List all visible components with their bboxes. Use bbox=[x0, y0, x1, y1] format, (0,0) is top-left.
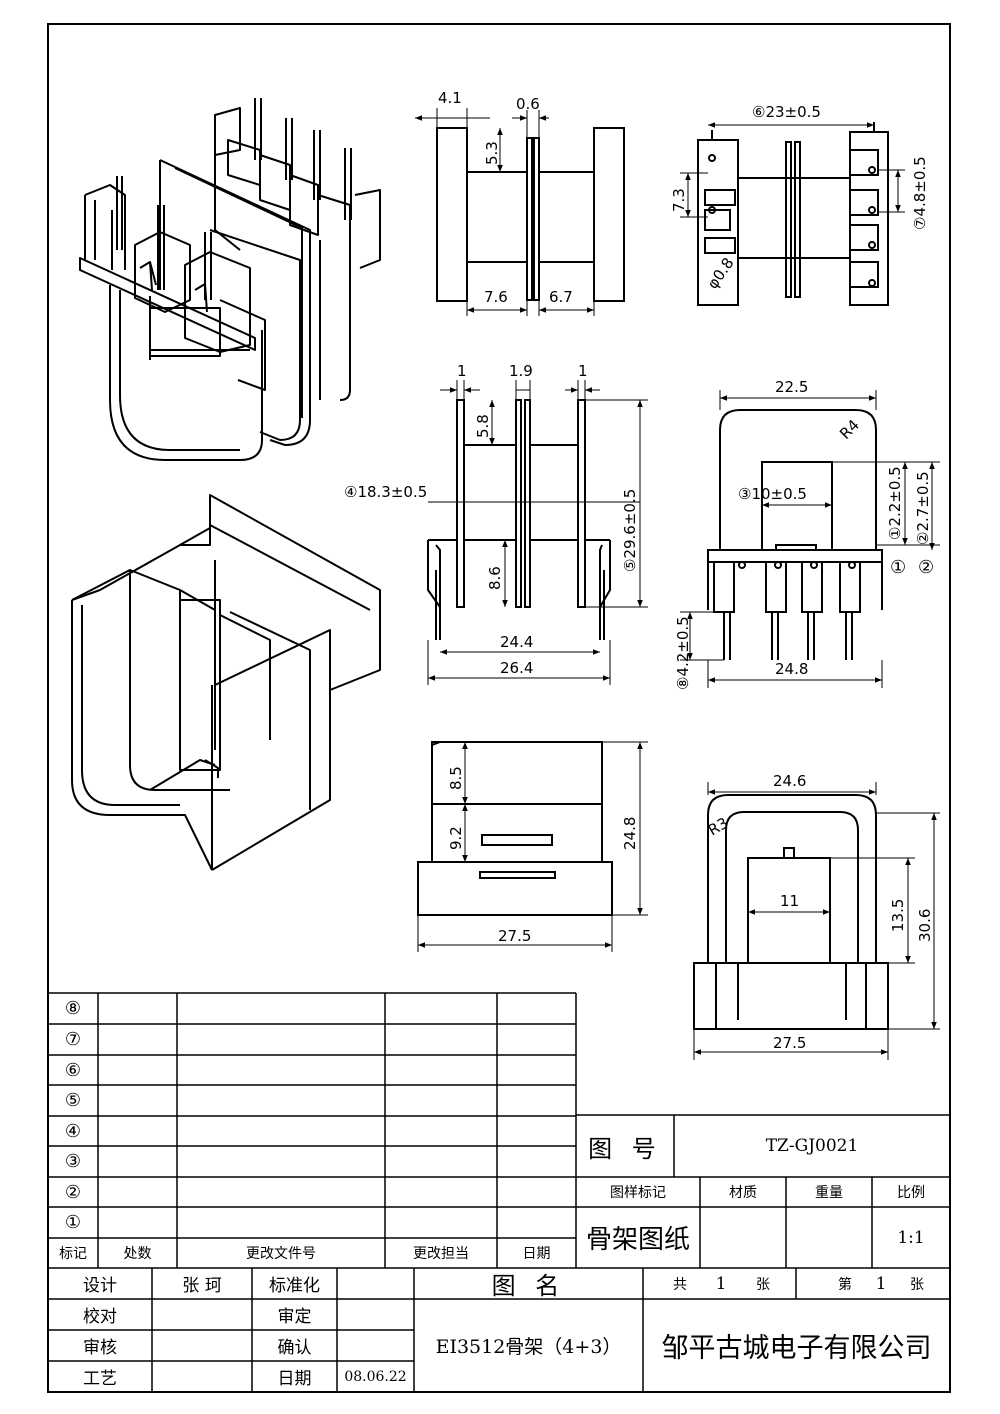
bobbin-front-view-middle bbox=[707, 409, 883, 660]
dims-middle-front bbox=[680, 390, 940, 688]
drawing-name-label: 图 名 bbox=[491, 1272, 566, 1300]
rev-header-sign: 更改担当 bbox=[413, 1246, 469, 1262]
cover-isometric-view bbox=[71, 494, 381, 871]
scale-label: 比例 bbox=[897, 1185, 925, 1201]
dim-18-3: ④18.3±0.5 bbox=[344, 483, 427, 501]
designer-name: 张 珂 bbox=[182, 1276, 222, 1296]
dim-23: ⑥23±0.5 bbox=[752, 103, 821, 121]
check-label: 校对 bbox=[83, 1307, 117, 1327]
company-name: 邹平古城电子有限公司 bbox=[661, 1333, 932, 1364]
dims-middle-side bbox=[427, 380, 648, 685]
dim-7-6: 7.6 bbox=[484, 288, 508, 306]
dim-24-4: 24.4 bbox=[500, 633, 533, 651]
dim-5-8: 5.8 bbox=[474, 414, 492, 438]
dim-24-8: 24.8 bbox=[775, 660, 808, 678]
bobbin-isometric-view bbox=[79, 98, 381, 461]
material-label: 材质 bbox=[729, 1185, 757, 1201]
date-label: 日期 bbox=[277, 1369, 312, 1389]
review-label: 审定 bbox=[277, 1307, 312, 1327]
dims-top-side bbox=[415, 108, 595, 316]
dim-27-5-front: 27.5 bbox=[773, 1034, 806, 1052]
dim-r4: R4 bbox=[836, 416, 863, 443]
drawing-name: EI3512骨架（4+3） bbox=[435, 1336, 622, 1358]
rev-row-5: ⑤ bbox=[64, 1090, 82, 1111]
audit-label: 审核 bbox=[83, 1338, 117, 1358]
rev-header-count: 处数 bbox=[123, 1246, 152, 1262]
dim-2-7: ②2.7±0.5 bbox=[914, 471, 932, 545]
dim-4-2: ⑧4.2±0.5 bbox=[674, 616, 692, 690]
rev-row-8: ⑧ bbox=[64, 998, 82, 1019]
rev-row-2: ② bbox=[64, 1181, 82, 1203]
dims-top-front bbox=[680, 122, 905, 218]
bobbin-side-view-top bbox=[436, 127, 625, 302]
process-label: 工艺 bbox=[83, 1369, 117, 1389]
rev-row-7: ⑦ bbox=[64, 1029, 82, 1050]
dim-22-5: 22.5 bbox=[775, 378, 808, 396]
sheet-border bbox=[47, 23, 951, 1393]
drawing-no-label: 图 号 bbox=[588, 1134, 662, 1163]
rev-row-6: ⑥ bbox=[64, 1059, 82, 1081]
revision-table-grid bbox=[48, 992, 577, 1268]
cover-side-view bbox=[417, 741, 613, 916]
dim-26-4: 26.4 bbox=[500, 659, 533, 677]
rev-row-1: ① bbox=[64, 1212, 82, 1233]
sheet-value: 1 bbox=[875, 1273, 887, 1294]
total-prefix: 共 bbox=[673, 1276, 687, 1293]
mark-circle-2: ② bbox=[918, 557, 934, 578]
dim-4-1: 4.1 bbox=[438, 89, 462, 107]
dim-30-6: 30.6 bbox=[916, 909, 934, 942]
total-unit: 张 bbox=[756, 1276, 770, 1293]
dim-0-6: 0.6 bbox=[516, 95, 540, 113]
dim-8-6: 8.6 bbox=[486, 566, 504, 590]
dim-13-5: 13.5 bbox=[889, 899, 907, 932]
bobbin-side-view-middle bbox=[427, 399, 611, 640]
drawing-no: TZ-GJ0021 bbox=[765, 1136, 859, 1156]
bobbin-front-view-top bbox=[697, 122, 889, 306]
dim-8-5: 8.5 bbox=[447, 766, 465, 790]
dim-6-7: 6.7 bbox=[549, 288, 573, 306]
rev-row-4: ④ bbox=[64, 1120, 82, 1142]
sheet-prefix: 第 bbox=[838, 1276, 852, 1293]
mark-circle-1: ① bbox=[890, 557, 906, 578]
dim-9-2: 9.2 bbox=[447, 826, 465, 850]
dim-4-8: ⑦4.8±0.5 bbox=[911, 156, 929, 230]
dims-lower-side bbox=[417, 741, 648, 952]
dim-2-2: ①2.2±0.5 bbox=[886, 466, 904, 540]
design-label: 设计 bbox=[83, 1276, 117, 1296]
dims-lower-front bbox=[693, 782, 940, 1060]
dim-27-5-side: 27.5 bbox=[498, 927, 531, 945]
dim-5-3: 5.3 bbox=[483, 141, 501, 165]
dim-24-6: 24.6 bbox=[773, 772, 806, 790]
rev-header-mark: 标记 bbox=[59, 1246, 87, 1262]
weight-label: 重量 bbox=[815, 1185, 843, 1201]
dim-phi-0-8: φ0.8 bbox=[704, 254, 738, 292]
total-value: 1 bbox=[715, 1273, 727, 1294]
dim-24-8-side: 24.8 bbox=[621, 817, 639, 850]
drawing-type: 骨架图纸 bbox=[585, 1225, 690, 1255]
sample-mark-label: 图样标记 bbox=[610, 1185, 666, 1201]
dim-29-6: ⑤29.6±0.5 bbox=[621, 489, 639, 572]
date-value: 08.06.22 bbox=[344, 1368, 407, 1385]
confirm-label: 确认 bbox=[277, 1338, 312, 1358]
rev-header-doc: 更改文件号 bbox=[246, 1246, 316, 1262]
title-block-grid bbox=[48, 1114, 950, 1392]
standard-label: 标准化 bbox=[269, 1276, 320, 1296]
rev-row-3: ③ bbox=[64, 1151, 82, 1172]
dim-1-left: 1 bbox=[457, 362, 467, 380]
cover-front-view bbox=[693, 794, 889, 1030]
rev-header-date: 日期 bbox=[522, 1246, 551, 1262]
dim-1-9: 1.9 bbox=[509, 362, 533, 380]
sheet-unit: 张 bbox=[910, 1276, 924, 1293]
dim-7-3: 7.3 bbox=[670, 188, 688, 212]
dim-1-right: 1 bbox=[578, 362, 588, 380]
dim-11: 11 bbox=[780, 892, 799, 910]
dim-10: ③10±0.5 bbox=[738, 485, 807, 503]
scale-value: 1:1 bbox=[897, 1227, 925, 1248]
